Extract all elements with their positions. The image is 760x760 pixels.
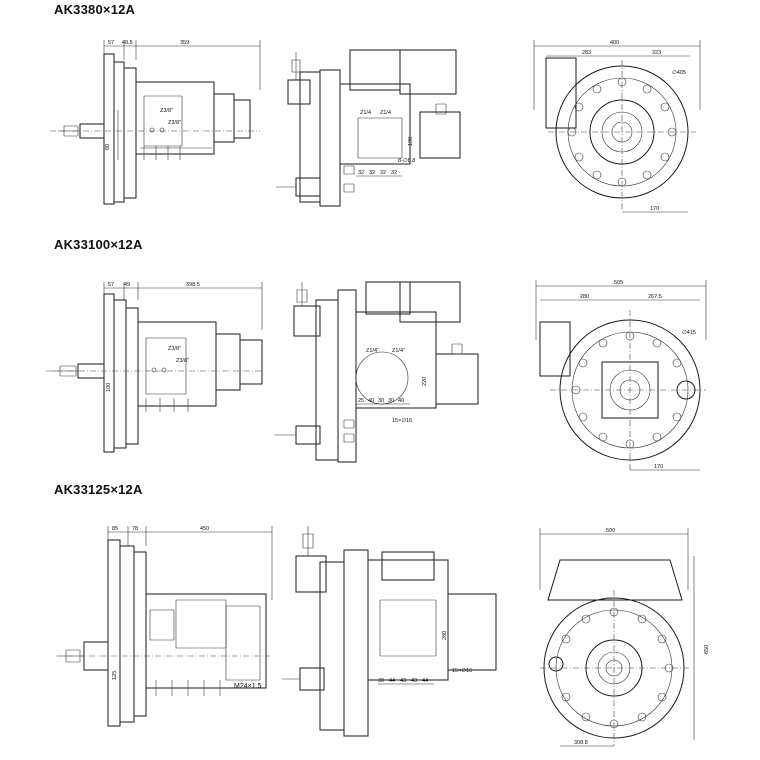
top2-dim-left: 280 <box>580 294 589 300</box>
front3-height: 280 <box>442 631 448 640</box>
front1-note: 8-∅8.8 <box>398 157 415 164</box>
front2-label-b: Z1/4" <box>392 348 405 354</box>
side-view-1: 57 48.5 359 Z3/8" Z3/8" 80 <box>50 40 260 204</box>
top2-bolt-circle: ∅415 <box>682 329 696 336</box>
front-view-2: Z1/4" Z1/4" 220 25 40 30 30 40 15×∅16 <box>274 282 478 462</box>
front2-bottom-3: 30 <box>378 398 384 404</box>
front3-bottom-1: 30 <box>378 678 384 684</box>
front3-bottom-4: 43 <box>411 678 417 684</box>
top-view-3: 500 650 308.8 <box>540 528 710 746</box>
top3-height: 650 <box>704 645 710 654</box>
model-title-1: AK3380×12A <box>54 2 136 17</box>
side1-height: 80 <box>105 144 111 150</box>
top2-width: 505 <box>614 280 623 286</box>
side3-dim-b: 78 <box>132 526 138 532</box>
side1-port-label-a: Z3/8" <box>160 108 173 114</box>
front1-label-b: Z1/4 <box>380 110 391 116</box>
model-title-3: AK33125×12A <box>54 482 143 497</box>
side3-height: 125 <box>112 671 118 680</box>
front2-label-a: Z1/4" <box>366 348 379 354</box>
front-view-1: Z1/4 Z1/4 190 32 32 32 32 8-∅8.8 <box>276 50 460 206</box>
front-view-3: 280 30 44 43 43 44 15×∅16 <box>282 526 496 736</box>
side-view-2: 57 49 398.5 Z3/8" Z3/8" 100 <box>46 282 262 452</box>
front2-bottom-1: 25 <box>358 398 364 404</box>
top1-bolt-circle: ∅405 <box>672 69 686 76</box>
front3-bottom-3: 43 <box>400 678 406 684</box>
top1-dim-left: 283 <box>582 50 591 56</box>
side2-port-label-a: Z3/8" <box>168 346 181 352</box>
top1-bottom: 170 <box>650 206 659 212</box>
side2-port-label-b: Z3/8" <box>176 358 189 364</box>
front2-bottom-5: 40 <box>398 398 404 404</box>
front2-note: 15×∅16 <box>392 417 412 424</box>
side3-dim-c: 450 <box>200 526 209 532</box>
front3-bottom-2: 44 <box>389 678 395 684</box>
side1-dim-b: 48.5 <box>122 40 133 46</box>
top2-dim-right: 267.5 <box>648 294 662 300</box>
front3-bottom-5: 44 <box>422 678 428 684</box>
front1-label-a: Z1/4 <box>360 110 371 116</box>
model-title-2: AK33100×12A <box>54 237 143 252</box>
side2-dim-c: 398.5 <box>186 282 200 288</box>
side-view-3: 85 78 450 M24×1.5 125 <box>56 526 272 726</box>
front2-height: 220 <box>422 377 428 386</box>
side2-dim-a: 57 <box>108 282 114 288</box>
top-view-2: 505 280 267.5 ∅415 170 <box>536 280 706 470</box>
front2-bottom-2: 40 <box>368 398 374 404</box>
top3-bottom: 308.8 <box>574 740 588 746</box>
top2-bottom: 170 <box>654 464 663 470</box>
side3-thread-label: M24×1.5 <box>234 683 262 690</box>
front3-note: 15×∅16 <box>452 667 472 674</box>
front1-bottom-3: 32 <box>380 170 386 176</box>
top1-dim-right: 323 <box>652 50 661 56</box>
top-view-1: 400 283 323 ∅405 170 <box>534 40 700 212</box>
front1-bottom-1: 32 <box>358 170 364 176</box>
side1-dim-a: 57 <box>108 40 114 46</box>
front1-bottom-2: 32 <box>369 170 375 176</box>
front1-height: 190 <box>408 137 414 146</box>
side3-dim-a: 85 <box>112 526 118 532</box>
side1-dim-c: 359 <box>180 40 189 46</box>
side2-height: 100 <box>106 383 112 392</box>
front1-bottom-4: 32 <box>391 170 397 176</box>
top3-width: 500 <box>606 528 615 534</box>
top1-width: 400 <box>610 40 619 46</box>
side1-port-label-b: Z3/8" <box>168 120 181 126</box>
front2-bottom-4: 30 <box>388 398 394 404</box>
side2-dim-b: 49 <box>124 282 130 288</box>
